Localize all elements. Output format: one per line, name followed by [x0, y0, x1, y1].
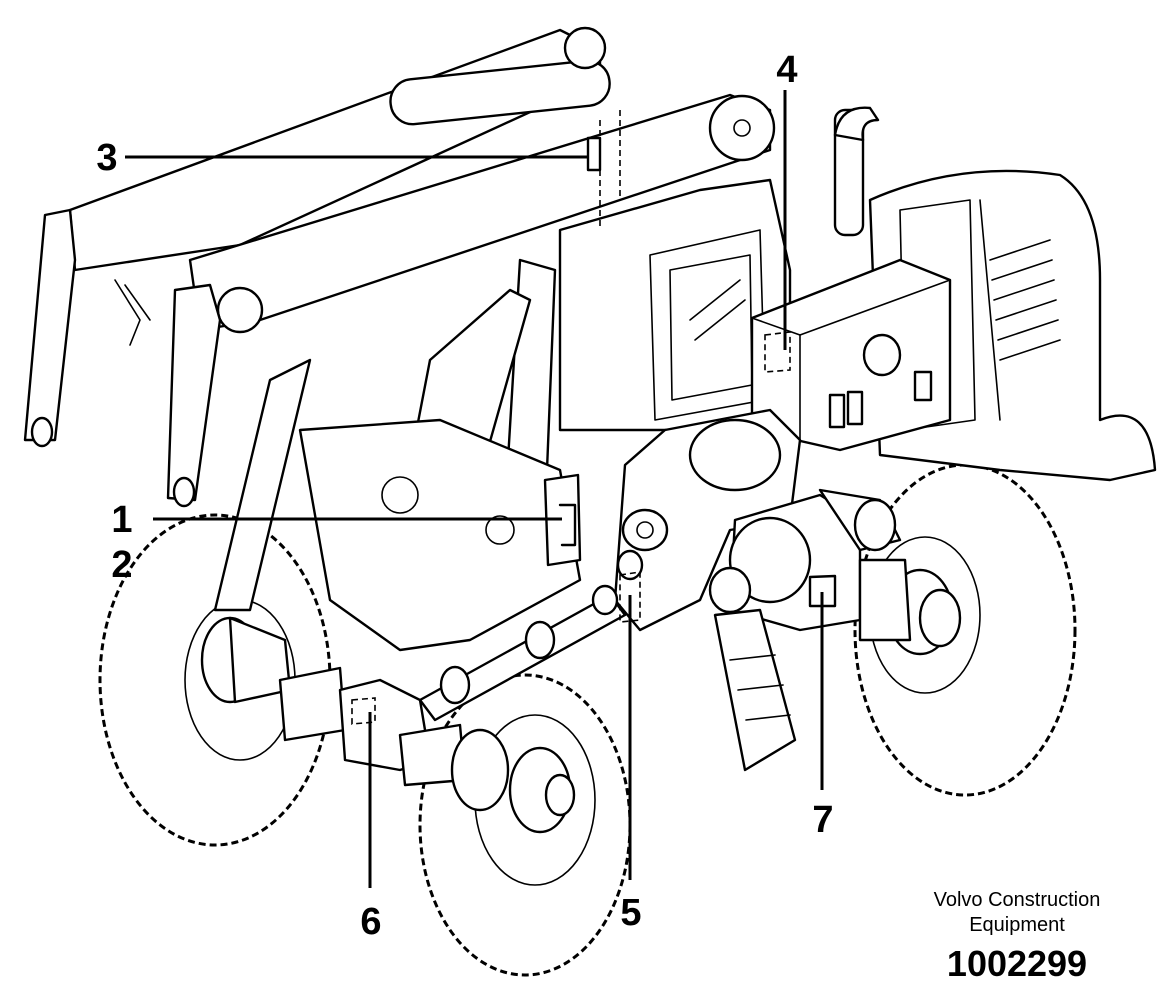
- leader-lines: [125, 90, 824, 888]
- credit-block: Volvo Construction Equipment 1002299: [934, 889, 1101, 984]
- front-frame: [298, 418, 582, 652]
- label-markers: [351, 110, 837, 725]
- lift-arm-frame: [23, 26, 776, 508]
- callout-2: 2: [111, 544, 132, 586]
- credit-line-2: Equipment: [969, 914, 1065, 936]
- front-axle: [200, 616, 576, 834]
- callout-4: 4: [776, 49, 797, 91]
- callout-1: 1: [111, 499, 132, 541]
- drive-shaft: [418, 584, 627, 722]
- callout-5: 5: [620, 892, 641, 934]
- rear-axle: [708, 488, 912, 642]
- callout-7: 7: [812, 799, 833, 841]
- callout-3: 3: [96, 137, 117, 179]
- callout-labels: 3 4 1 2 5 6 7: [96, 49, 833, 943]
- transmission: [613, 408, 802, 632]
- credit-line-1: Volvo Construction: [934, 889, 1101, 911]
- document-number: 1002299: [947, 943, 1087, 984]
- callout-6: 6: [360, 901, 381, 943]
- access-steps: [713, 608, 797, 772]
